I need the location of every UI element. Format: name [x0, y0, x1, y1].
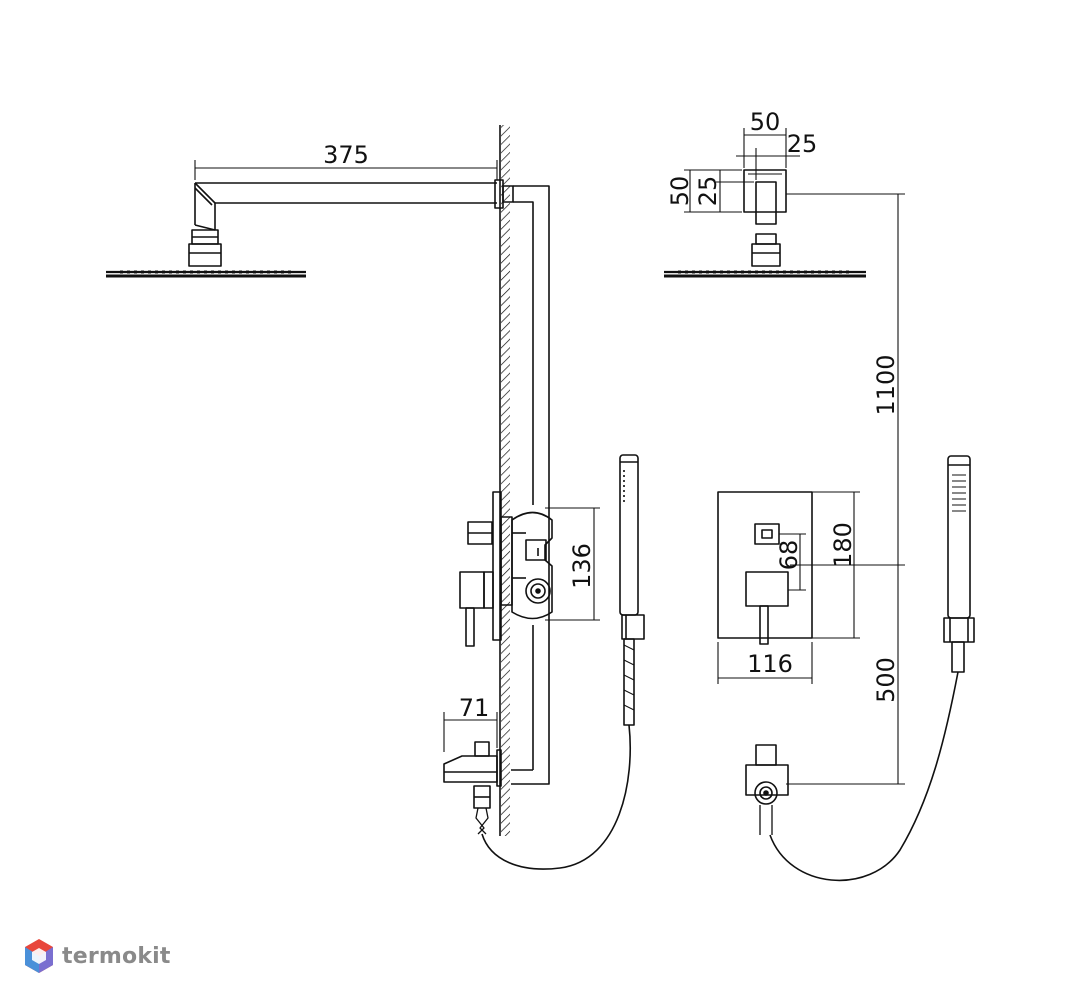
- dim-knob-offset: 68: [775, 540, 803, 571]
- concealed-pipe: [511, 185, 550, 785]
- bath-spout: [443, 741, 502, 835]
- dim-flange-inner: 25: [787, 130, 818, 158]
- dim-arm-length: 375: [323, 141, 369, 169]
- mixer-valve-side: [459, 491, 553, 647]
- brand-name: termokit: [62, 943, 171, 969]
- brand-logo: termokit: [24, 936, 171, 976]
- hose-side: [481, 724, 632, 870]
- wall-section: [499, 125, 510, 836]
- rain-shower-head-front: [664, 233, 866, 278]
- hose-front: [769, 671, 959, 882]
- dim-flange-width: 50: [750, 108, 781, 136]
- dim-panel-width: 116: [747, 650, 793, 678]
- wall-outlet-front: [745, 744, 789, 835]
- dimension-lines-front: [684, 128, 905, 785]
- dim-spout-projection: 71: [459, 694, 490, 722]
- shower-arm: [194, 179, 514, 231]
- dimension-lines-side: [194, 160, 600, 752]
- dim-flange-inner-height: 25: [694, 176, 722, 207]
- dim-outlet-height: 500: [872, 657, 900, 703]
- hand-shower-side: [619, 454, 645, 726]
- dim-head-height: 1100: [872, 354, 900, 415]
- hand-shower-front: [943, 455, 975, 673]
- wall-flange-front: [743, 169, 787, 225]
- hexagon-logo-icon: [25, 939, 53, 973]
- dim-panel-height: 180: [829, 522, 857, 568]
- dim-mixer-height: 136: [568, 543, 596, 589]
- dim-flange-height: 50: [666, 176, 694, 207]
- rain-shower-head-side: [106, 229, 306, 278]
